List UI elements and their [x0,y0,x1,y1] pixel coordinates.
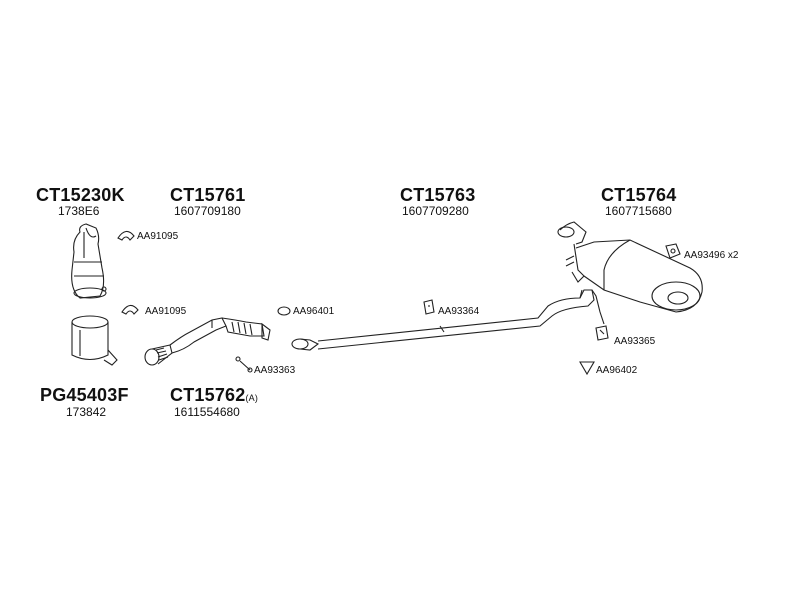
rubber-hanger-icon[interactable] [665,243,681,259]
catalytic-converter-part[interactable] [71,223,107,299]
part-reference-label: 1607715680 [605,204,672,218]
accessory-label: AA93365 [614,336,656,347]
accessory-label: AA93496 x2 [684,250,739,261]
middle-pipe-part[interactable] [291,289,605,351]
bolt-kit-icon[interactable] [235,356,253,373]
part-reference-label: 1607709280 [402,204,469,218]
particulate-filter-part[interactable] [71,315,118,366]
part-code-label: CT15230K [36,185,125,205]
rear-silencer-part[interactable] [557,221,703,313]
accessory-label: AA96401 [293,306,335,317]
part-code-text: CT15762 [170,385,246,405]
part-reference-label: 1607709180 [174,204,241,218]
part-code-label: CT15762(A) [170,386,258,404]
gasket-icon[interactable] [277,306,291,316]
part-code-label: CT15764 [601,185,677,205]
accessory-label: AA93364 [438,306,480,317]
accessory-label: AA96402 [596,365,638,376]
part-reference-label: 173842 [66,405,107,419]
part-code-label: PG45403F [40,385,129,405]
rubber-hanger-icon[interactable] [595,325,609,341]
clamp-icon[interactable] [117,230,135,241]
front-pipe-part[interactable] [144,317,271,366]
gasket-icon[interactable] [579,361,595,376]
part-code-label: CT15763 [400,185,476,205]
clamp-icon[interactable] [121,304,139,315]
part-code-label: CT15761 [170,185,246,205]
accessory-label: AA91095 [145,306,187,317]
part-code-suffix: (A) [245,393,259,403]
part-reference-label: 1611554680 [174,405,240,419]
accessory-label: AA91095 [137,231,179,242]
part-reference-label: 1738E6 [58,204,100,218]
accessory-label: AA93363 [254,365,296,376]
rubber-hanger-icon[interactable] [423,299,435,315]
